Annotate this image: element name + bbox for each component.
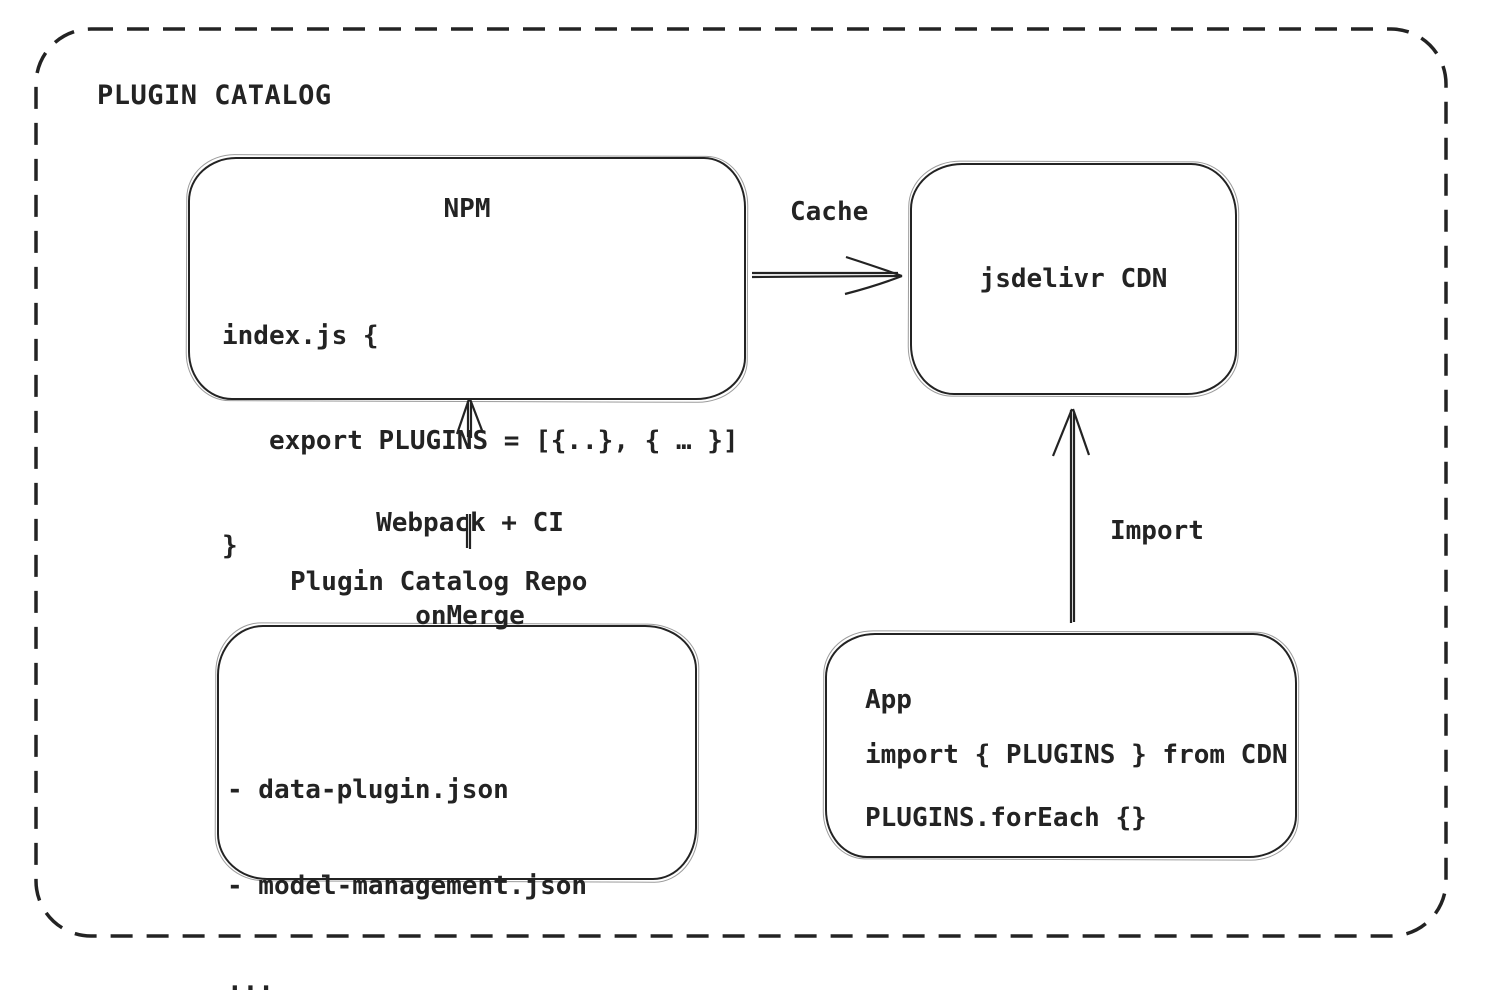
cdn-node: jsdelivr CDN [910,163,1237,395]
repo-file-list: - data-plugin.json - model-management.js… [227,710,587,1002]
npm-node: NPM index.js { export PLUGINS = [{..}, {… [188,157,746,561]
cache-arrow [751,255,903,296]
npm-node-title: NPM [443,194,491,224]
code-line: index.js { [222,321,379,351]
diagram-title: PLUGIN CATALOG [97,80,332,111]
npm-code-block: index.js { export PLUGINS = [{..}, { … }… [222,249,739,634]
code-line: import { PLUGINS } from CDN [865,740,1288,770]
repo-file-item: - model-management.json [227,871,588,901]
webpack-arrow-label-line: onMerge [415,601,525,631]
code-line: } [222,531,238,561]
app-node: App import { PLUGINS } from CDN PLUGINS.… [825,633,1297,858]
webpack-arrow-label: Webpack + CI onMerge [360,446,580,694]
import-arrow [1051,408,1091,623]
repo-node-label: Plugin Catalog Repo [290,567,588,597]
repo-file-item: - data-plugin.json [227,775,509,805]
code-line: export PLUGINS = [{..}, { … }] [222,426,739,456]
repo-node: - data-plugin.json - model-management.js… [217,625,697,997]
import-arrow-label: Import [1110,516,1204,546]
app-node-title: App [865,685,912,715]
code-line: PLUGINS.forEach {} [865,803,1147,833]
cache-arrow-label: Cache [790,197,869,227]
repo-file-item: ... [227,967,274,997]
webpack-arrow-label-line: Webpack + CI [376,508,564,538]
cdn-node-label: jsdelivr CDN [979,264,1168,294]
